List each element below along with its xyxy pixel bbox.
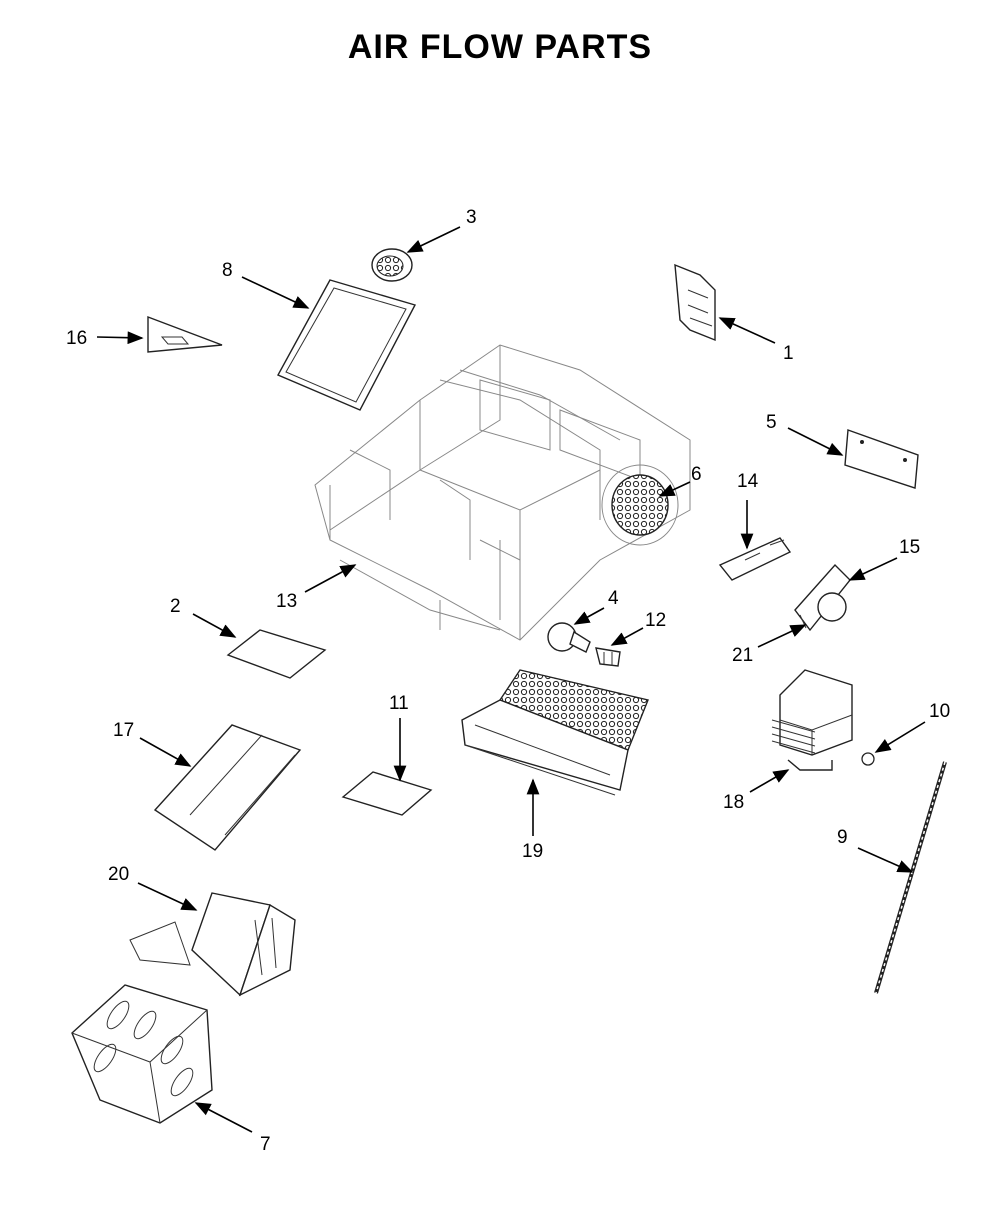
callout-4: 4 — [608, 588, 619, 609]
part-20-air-duct — [129, 892, 296, 997]
part-9-rod — [874, 761, 947, 994]
callout-7: 7 — [260, 1134, 271, 1155]
callout-1: 1 — [783, 343, 794, 364]
callout-12: 12 — [645, 610, 666, 631]
part-2-cover-plate — [226, 629, 327, 679]
callout-8: 8 — [222, 260, 233, 281]
part-7-shield — [71, 984, 213, 1124]
callout-15: 15 — [899, 537, 920, 558]
part-4-lamp-bulb — [547, 622, 591, 653]
part-8-filter-frame — [277, 279, 417, 411]
part-17-duct-cover — [153, 724, 302, 851]
callout-3: 3 — [466, 207, 477, 228]
part-1-bracket — [674, 263, 716, 342]
part-19-grease-filter — [461, 669, 649, 796]
part-18-magnetron — [771, 669, 853, 771]
part-6-fan-grille — [601, 464, 679, 546]
leader-lines — [96, 226, 926, 1133]
part-14-switch-bracket — [718, 537, 792, 581]
callout-5: 5 — [766, 412, 777, 433]
part-13-base-cavity — [314, 344, 691, 641]
part-10-fastener — [861, 752, 875, 766]
callout-21: 21 — [732, 645, 753, 666]
callout-19: 19 — [522, 841, 543, 862]
callout-17: 17 — [113, 720, 134, 741]
part-15-damper-bracket — [794, 563, 851, 632]
callout-14: 14 — [737, 471, 759, 492]
callout-2: 2 — [170, 596, 181, 617]
callout-numbers: 3 8 16 1 5 6 14 15 21 13 4 12 2 11 17 19… — [66, 207, 950, 1155]
part-16-plate — [147, 315, 223, 353]
part-11-sheet — [341, 771, 433, 816]
callout-13: 13 — [276, 591, 297, 612]
part-3-vent-cap — [371, 248, 413, 282]
part-12-lamp-socket — [595, 647, 621, 667]
callout-10: 10 — [929, 701, 950, 722]
callout-11: 11 — [389, 693, 409, 714]
callout-18: 18 — [723, 792, 744, 813]
callout-9: 9 — [837, 827, 848, 848]
callout-6: 6 — [691, 464, 702, 485]
part-5-mounting-plate — [844, 429, 919, 489]
callout-16: 16 — [66, 328, 87, 349]
callout-20: 20 — [108, 864, 129, 885]
diagram-title: AIR FLOW PARTS — [347, 28, 653, 66]
